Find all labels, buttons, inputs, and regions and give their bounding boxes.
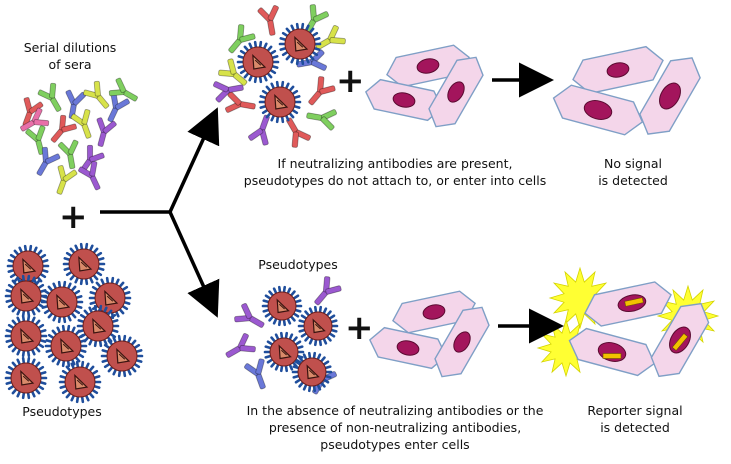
neutralizing-antibody-1 [257,4,279,36]
cell-no-signal-1 [572,45,664,95]
branch-down-arrow [168,211,220,318]
cell-bottom-1 [392,290,476,334]
reporter-bar-1 [602,353,622,359]
cell-bottom-3 [434,306,490,378]
pseudotype-particle-8 [100,334,144,378]
non-neutralizing-antibody-1 [225,332,256,358]
antibody-serum-5 [25,125,46,155]
antibody-serum-15 [78,160,101,191]
neutralizing-antibody-2 [304,4,330,35]
neutralized-particle-1 [278,22,322,66]
antibody-serum-3 [83,80,110,109]
entering-particle-1 [263,331,305,373]
branch-up-arrow [168,107,220,213]
pseudotype-particle-2 [4,274,48,318]
pseudotype-particle-5 [4,314,48,358]
antibody-serum-9 [36,146,61,176]
entering-particle-2 [297,305,339,347]
pseudotypes-middle-label: Pseudotypes [258,257,338,272]
neutralizing-antibody-11 [306,109,338,131]
neutralizing-antibody-4 [218,58,248,86]
cell-top-3 [428,56,484,128]
neutralizing-present-caption: If neutralizing antibodies are present, … [243,156,547,188]
antibody-serum-1 [37,82,62,112]
reporter-bar-2 [671,333,689,351]
neutralized-particle-2 [258,80,302,124]
reporter-bars [602,297,689,359]
antibody-serum-8 [96,117,117,147]
antibody-serum-6 [50,114,77,143]
neutralizing-antibody-10 [212,81,244,103]
entering-particle-0 [261,285,303,327]
neutralized-particle-0 [236,40,280,84]
entering-particle-3 [291,351,333,393]
neutralizing-antibody-3 [315,24,346,50]
serial-dilutions-label: Serial dilutions of sera [23,40,117,72]
signal-burst-1 [548,266,612,330]
neutralizing-antibody-0 [228,24,256,54]
antibody-serum-13 [108,77,138,102]
antibody-serum-7 [70,109,92,139]
pseudotype-particle-9 [4,356,48,400]
reporter-bar-0 [624,297,644,307]
reporter-signal-caption: Reporter signal is detected [587,403,683,435]
pseudotype-particle-7 [44,324,88,368]
antibody-serum-10 [57,139,79,170]
absence-caption: In the absence of neutralizing antibodie… [246,403,544,452]
pseudotype-particle-3 [40,280,84,324]
plus-sign-left: + [59,197,88,237]
pseudotype-particle-10 [58,360,102,404]
cell-no-signal-2 [552,84,644,136]
non-neutralizing-antibody-2 [314,276,342,306]
no-signal-caption: No signal is detected [598,156,668,188]
cell-no-signal-3 [639,57,701,135]
plus-sign-top: + [336,61,365,101]
plus-sign-bottom: + [345,308,374,348]
neutralizing-antibody-8 [248,114,270,146]
non-neutralizing-antibody-0 [234,302,265,328]
pseudotype-particle-1 [62,242,106,286]
neutralizing-antibody-5 [224,91,256,113]
pseudotype-particle-6 [76,304,120,348]
non-neutralizing-antibody-4 [244,358,266,390]
antibody-serum-14 [56,165,78,195]
neutralizing-antibody-6 [308,76,336,106]
signal-burst-3 [536,318,596,378]
antibody-serum-12 [20,107,50,132]
pseudotypes-left-label: Pseudotypes [22,404,102,419]
antibody-serum-4 [107,92,130,123]
